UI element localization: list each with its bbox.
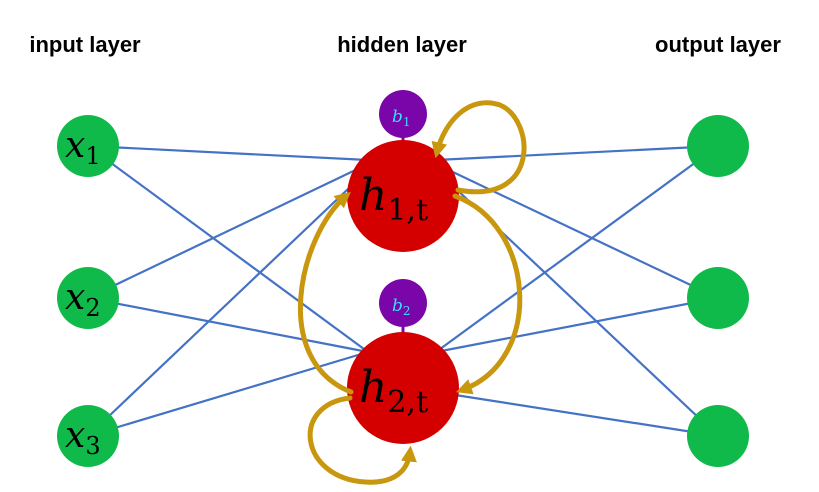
bias-node-b2: b2 <box>379 279 427 327</box>
edge-x3-h2 <box>87 350 369 438</box>
edge-h2-o3 <box>435 390 719 438</box>
svg-text:b2: b2 <box>392 296 411 318</box>
svg-text:h1,t: h1,t <box>359 170 428 228</box>
edge-x1-h2 <box>87 145 369 353</box>
svg-text:x1: x1 <box>65 125 101 170</box>
recurrent-connections <box>297 100 527 485</box>
svg-text:x3: x3 <box>65 415 101 460</box>
edge-x3-h1 <box>87 169 369 437</box>
edge-x2-h1 <box>87 163 369 299</box>
recurrent-self-loop-h1 <box>431 100 527 195</box>
svg-text:h2,t: h2,t <box>359 362 428 420</box>
hidden-node-h1: h1,t <box>347 140 459 252</box>
edge-x2-h2 <box>87 296 369 354</box>
recurrent-self-loop-h2 <box>307 395 417 485</box>
svg-text:b1: b1 <box>392 107 411 129</box>
bias-node-b1: b1 <box>379 90 427 138</box>
input-node-x2: x2 <box>57 267 119 329</box>
output-node-1 <box>687 115 749 177</box>
output-node-3 <box>687 405 749 467</box>
output-layer-label: output layer <box>655 32 781 57</box>
input-node-x1: x1 <box>57 115 119 177</box>
svg-text:x2: x2 <box>65 277 101 322</box>
edge-h1-o1 <box>435 144 719 162</box>
edge-h2-o1 <box>435 145 719 353</box>
output-node-2 <box>687 267 749 329</box>
connections <box>87 144 719 438</box>
edge-h1-o2 <box>435 163 719 299</box>
hidden-layer-label: hidden layer <box>337 32 467 57</box>
input-layer-label: input layer <box>29 32 141 57</box>
edge-h2-o2 <box>435 296 719 354</box>
recurrent-h2-to-h1 <box>297 191 354 395</box>
hidden-node-h2: h2,t <box>347 332 459 444</box>
edge-x1-h1 <box>87 144 369 162</box>
recurrent-h1-to-h2 <box>452 193 523 395</box>
input-node-x3: x3 <box>57 405 119 467</box>
